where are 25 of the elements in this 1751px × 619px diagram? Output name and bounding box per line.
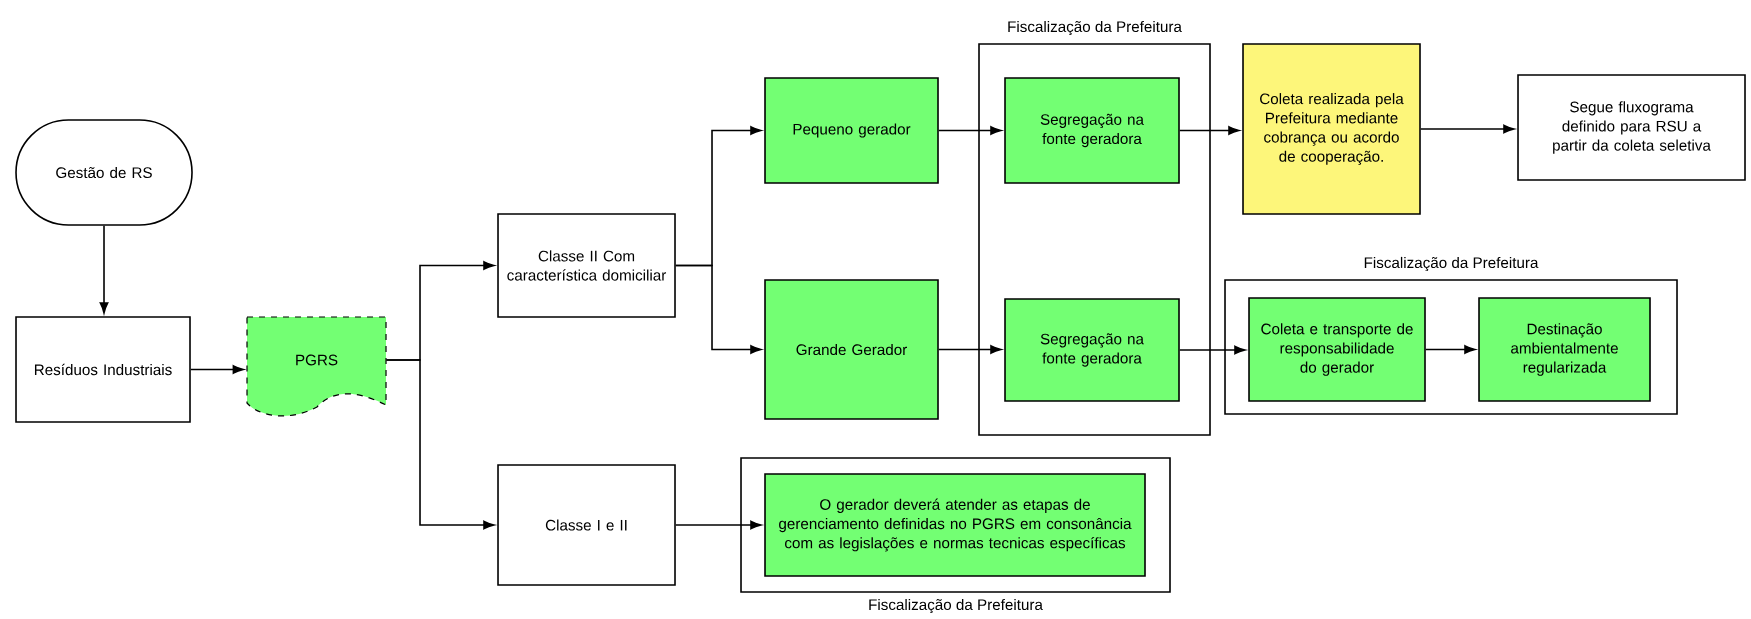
- arrow: [938, 345, 1002, 354]
- arrow: [385, 359, 495, 530]
- node-label: Fiscalização da Prefeitura: [1008, 20, 1182, 36]
- process-box: Coleta realizada pela Prefeitura mediante cobrança ou acordo de cooperação.: [1242, 43, 1421, 215]
- process-box: Pequeno gerador: [764, 77, 939, 184]
- node-label: Fiscalização da Prefeitura: [869, 598, 1043, 614]
- arrow: [1179, 126, 1240, 135]
- arrow: [99, 225, 109, 314]
- arrow: [675, 264, 762, 354]
- process-box: Coleta e transporte de responsabilidade do gerador: [1248, 297, 1426, 402]
- process-box: O gerador deverá atender as etapas de gerenciamento definidas no PGRS em consonância com as legislações e normas tecnicas específicas: [764, 473, 1146, 577]
- arrow: [1425, 345, 1476, 354]
- process-box: Grande Gerador: [764, 279, 939, 420]
- arrow: [938, 126, 1002, 135]
- process-box: Resíduos Industriais: [15, 316, 191, 423]
- arrow: [1179, 345, 1246, 355]
- process-box: Classe I e II: [497, 464, 676, 586]
- process-box: Segregação na fonte geradora: [1004, 77, 1180, 184]
- arrow: [675, 520, 762, 530]
- arrow: [1420, 124, 1515, 134]
- process-box: Destinação ambientalmente regularizada: [1478, 297, 1651, 402]
- process-box: Segregação na fonte geradora: [1004, 298, 1180, 402]
- node-label: Fiscalização da Prefeitura: [1364, 256, 1539, 272]
- process-box: Segue fluxograma definido para RSU a partir da coleta seletiva: [1517, 74, 1746, 181]
- process-box: Classe II Com característica domiciliar: [497, 213, 676, 318]
